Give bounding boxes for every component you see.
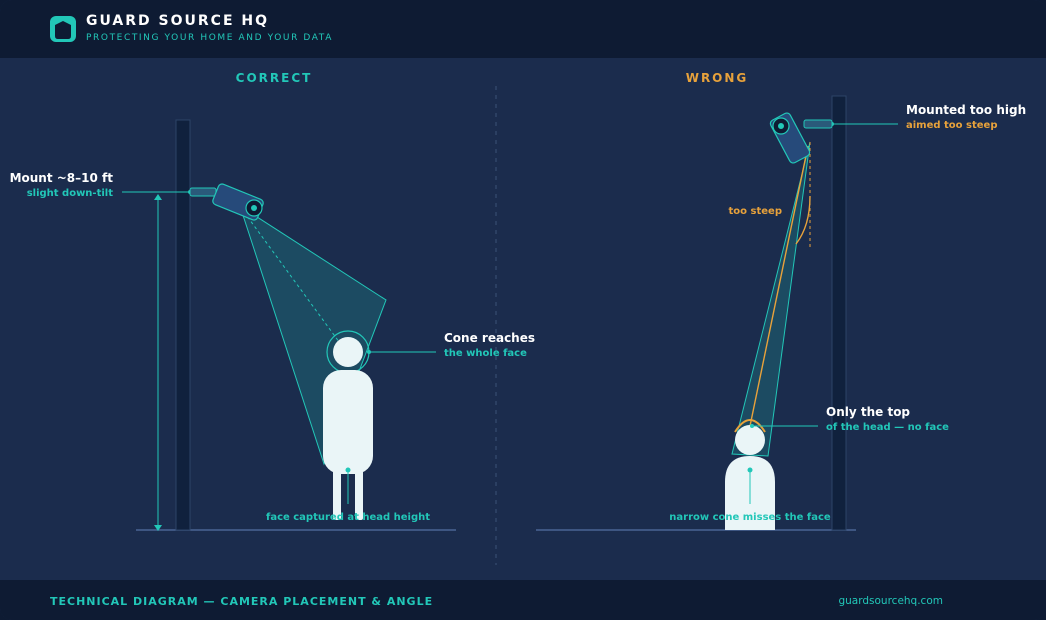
wrong-mount-sub: aimed too steep	[906, 120, 997, 131]
wrong-person-figure	[725, 419, 775, 530]
wrong-ground-caption: narrow cone misses the face	[669, 512, 831, 523]
wrong-head-sub: of the head — no face	[826, 422, 949, 433]
wrong-heading: WRONG	[686, 71, 749, 85]
correct-camera-icon	[189, 183, 264, 221]
brand-tagline: PROTECTING YOUR HOME AND YOUR DATA	[86, 33, 333, 43]
wrong-head-label: Only the top	[826, 405, 910, 419]
wrong-wall-post	[831, 95, 847, 531]
footer-title: TECHNICAL DIAGRAM — CAMERA PLACEMENT & A…	[50, 595, 434, 608]
correct-cone-label: Cone reaches	[444, 331, 535, 345]
wrong-view-cone	[731, 141, 811, 457]
header-bar: GUARD SOURCE HQ PROTECTING YOUR HOME AND…	[0, 0, 1046, 58]
shield-icon	[50, 16, 76, 42]
wrong-mount-label: Mounted too high	[906, 103, 1026, 117]
correct-heading: CORRECT	[236, 71, 313, 85]
correct-person-figure	[323, 330, 373, 520]
correct-cone-sub: the whole face	[444, 348, 527, 359]
wrong-camera-icon	[769, 112, 833, 164]
footer-url: guardsourcehq.com	[838, 595, 943, 607]
correct-mount-label: Mount ~8–10 ft	[10, 171, 114, 185]
wrong-angle-label: too steep	[729, 206, 782, 217]
correct-wall-post	[175, 119, 191, 531]
correct-ground-caption: face captured at head height	[266, 512, 430, 523]
brand-title: GUARD SOURCE HQ	[86, 13, 270, 29]
correct-mount-sub: slight down-tilt	[27, 188, 114, 199]
footer-bar: TECHNICAL DIAGRAM — CAMERA PLACEMENT & A…	[0, 580, 1046, 620]
